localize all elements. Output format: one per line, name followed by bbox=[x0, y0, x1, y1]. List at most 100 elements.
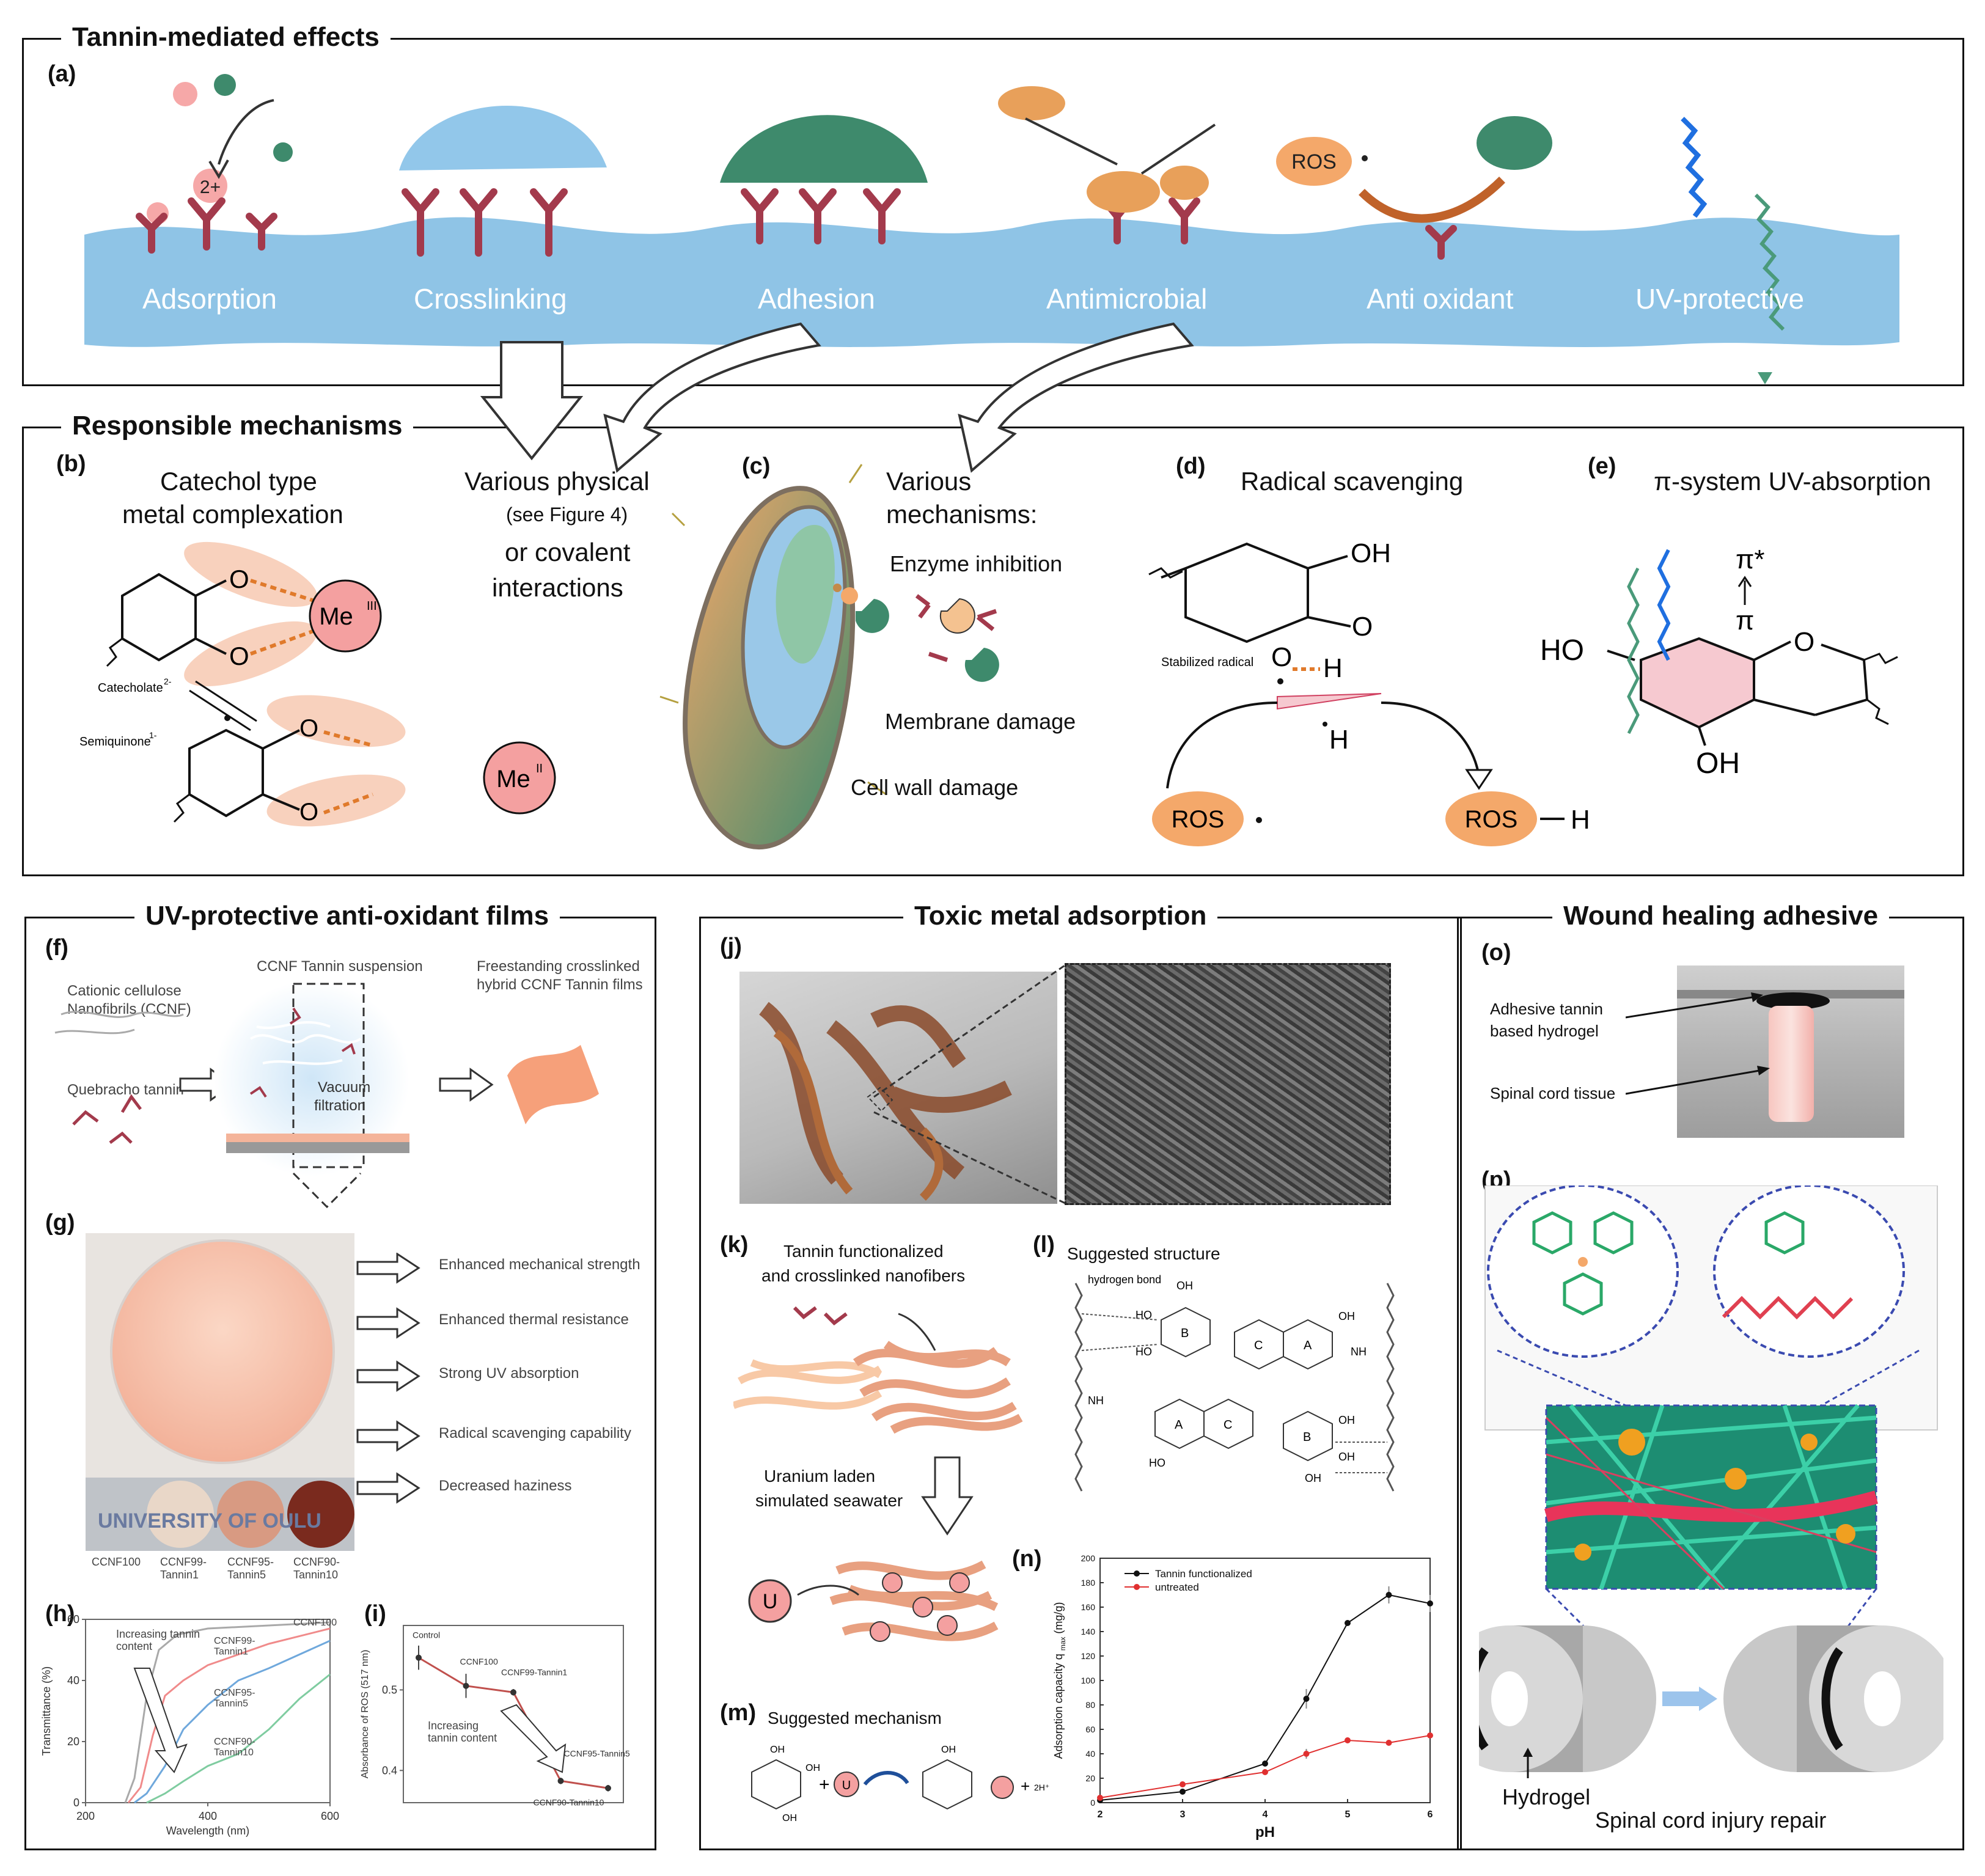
legend-marker bbox=[1134, 1570, 1140, 1577]
membrane-damage: Membrane damage bbox=[885, 709, 1076, 734]
svg-text:OH: OH bbox=[1176, 1280, 1193, 1292]
antioxidant-product bbox=[1477, 116, 1552, 170]
series-label: Tannin5 bbox=[214, 1699, 248, 1709]
svg-text:OH: OH bbox=[941, 1745, 956, 1755]
data-point bbox=[1345, 1737, 1351, 1743]
svg-text:H: H bbox=[1571, 805, 1590, 835]
svg-text:OH: OH bbox=[770, 1745, 785, 1755]
panel-label-k: (k) bbox=[720, 1232, 749, 1258]
svg-text:H: H bbox=[1323, 653, 1343, 683]
svg-text:A: A bbox=[1304, 1339, 1312, 1352]
film-disc bbox=[110, 1239, 335, 1464]
svg-text:O: O bbox=[1352, 612, 1373, 642]
d-title: Radical scavenging bbox=[1241, 467, 1464, 496]
effect-label-adhesion: Adhesion bbox=[758, 283, 875, 315]
svg-text:OH: OH bbox=[782, 1813, 797, 1823]
property-label: Decreased haziness bbox=[439, 1478, 572, 1494]
y-axis-label: Absorbance of ROS (517 nm) bbox=[360, 1650, 370, 1779]
chart-annotation: Increasing tannin bbox=[116, 1628, 200, 1640]
svg-text:U: U bbox=[763, 1590, 778, 1613]
surface-band bbox=[84, 217, 1899, 347]
svg-text:OH: OH bbox=[1351, 538, 1391, 568]
svg-text:OH: OH bbox=[1696, 747, 1740, 780]
data-point bbox=[1345, 1620, 1351, 1626]
ion-pink bbox=[173, 82, 197, 106]
property-label: Enhanced mechanical strength bbox=[439, 1256, 640, 1273]
svg-text:hydrogen bond: hydrogen bond bbox=[1088, 1273, 1161, 1286]
svg-text:HO: HO bbox=[1540, 634, 1584, 667]
enzyme-inhibition: Enzyme inhibition bbox=[890, 551, 1063, 576]
freestanding-label-1: Freestanding crosslinked bbox=[477, 958, 640, 975]
svg-text:Me: Me bbox=[496, 766, 530, 793]
hydrogel-network bbox=[1479, 1185, 1943, 1778]
panel-label-h: (h) bbox=[45, 1601, 75, 1627]
y-tick-label: 140 bbox=[1081, 1627, 1096, 1636]
chart-annotation: content bbox=[116, 1640, 152, 1652]
chart-annotation: tannin content bbox=[428, 1732, 497, 1744]
effect-label-antioxidant: Anti oxidant bbox=[1367, 283, 1514, 315]
svg-text:O: O bbox=[1794, 627, 1814, 657]
series-line bbox=[146, 1673, 331, 1804]
y-tick-label: 20 bbox=[67, 1735, 79, 1748]
x-tick-label: 2 bbox=[1098, 1809, 1103, 1820]
k-line2: and crosslinked nanofibers bbox=[761, 1266, 966, 1285]
svg-text:O: O bbox=[229, 642, 249, 670]
phys-line4: interactions bbox=[492, 573, 623, 602]
effect-label-adsorption: Adsorption bbox=[142, 283, 277, 315]
bacterium-cell bbox=[659, 464, 887, 849]
annotation-arrow bbox=[133, 1668, 188, 1773]
section-title-uvfilms: UV-protective anti-oxidant films bbox=[134, 901, 560, 931]
data-point bbox=[557, 1778, 564, 1784]
sample-label: CCNF99- Tannin1 bbox=[160, 1556, 207, 1581]
down-arrow bbox=[921, 1456, 974, 1536]
data-point bbox=[1180, 1781, 1186, 1787]
data-point bbox=[1097, 1795, 1103, 1801]
benzene-ring bbox=[121, 573, 197, 662]
bacterium bbox=[1087, 171, 1160, 213]
antioxidant-arrow bbox=[1359, 177, 1505, 223]
data-point bbox=[510, 1689, 516, 1696]
film-process-diagram bbox=[54, 981, 599, 1209]
panel-label-g: (g) bbox=[45, 1210, 75, 1236]
bacterium bbox=[998, 86, 1065, 120]
y-tick-label: 0 bbox=[1090, 1798, 1095, 1808]
linking-arrows bbox=[480, 322, 1194, 473]
b-title-line2: metal complexation bbox=[122, 500, 343, 529]
metal-iii bbox=[309, 579, 382, 653]
adhesion-dome bbox=[720, 115, 928, 183]
l-title: Suggested structure bbox=[1067, 1244, 1220, 1263]
legend-label: untreated bbox=[1155, 1581, 1199, 1593]
category-label: CCNF100 bbox=[460, 1657, 498, 1666]
data-point bbox=[1427, 1600, 1433, 1607]
category-label: CCNF99-Tannin1 bbox=[501, 1667, 567, 1677]
property-label: Enhanced thermal resistance bbox=[439, 1311, 629, 1328]
series-line bbox=[124, 1621, 331, 1803]
svg-text:OH: OH bbox=[1338, 1414, 1355, 1426]
y-tick-label: 0 bbox=[73, 1797, 79, 1809]
crosslink-dome bbox=[399, 105, 607, 170]
uv-wave-green bbox=[1754, 193, 1785, 331]
y-tick-label: 200 bbox=[1081, 1553, 1096, 1563]
hollow-arrow bbox=[603, 322, 821, 473]
series-label: Tannin1 bbox=[214, 1647, 248, 1657]
y-tick-label: 180 bbox=[1081, 1578, 1096, 1588]
sample-circle bbox=[287, 1481, 354, 1548]
x-tick-label: 600 bbox=[321, 1810, 339, 1822]
arrow-antimicrobial bbox=[1025, 117, 1216, 175]
svg-text:2H⁺: 2H⁺ bbox=[1034, 1783, 1049, 1792]
data-point bbox=[1303, 1696, 1310, 1702]
data-point bbox=[1385, 1740, 1392, 1746]
zoom-lines bbox=[873, 963, 1067, 1205]
spinal-segment-right bbox=[1723, 1625, 1943, 1772]
sample-label: CCNF95- Tannin5 bbox=[227, 1556, 274, 1581]
panel-label-e: (e) bbox=[1588, 453, 1616, 479]
spinal-segment-left bbox=[1479, 1625, 1656, 1772]
vacuum-label-2: filtration bbox=[314, 1097, 366, 1114]
pi-system-absorption: π* π HO O OH bbox=[1540, 544, 1898, 780]
series-label: CCNF95- bbox=[214, 1688, 255, 1698]
adhesive-label-2: based hydrogel bbox=[1490, 1022, 1599, 1040]
category-label: CCNF90-Tannin10 bbox=[534, 1797, 604, 1807]
panel-label-l: (l) bbox=[1033, 1232, 1055, 1258]
